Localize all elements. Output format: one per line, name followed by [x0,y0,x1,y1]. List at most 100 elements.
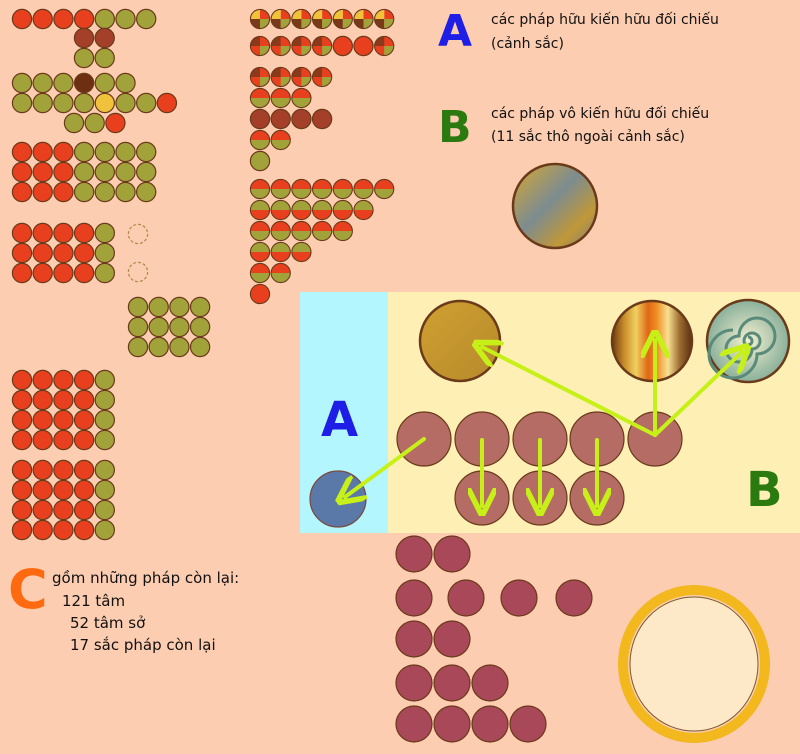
lower-block-dot [53,369,74,391]
small-block-dot [94,222,116,244]
half-dot-h [249,262,271,284]
pie-segment [280,19,291,29]
wedge-dot [291,35,312,57]
cluster-dot [135,92,157,114]
small-block-dot [53,262,74,284]
wedge-row-dot [353,35,374,57]
olive-square-dot [148,296,169,318]
half-dot-h [311,178,333,200]
wedge-row-dot [332,35,353,57]
half-dot-bottom [333,231,353,241]
empty-dot-outline [127,223,149,245]
lower-block-dot [53,409,74,431]
olive-square-dot [189,336,211,358]
block-dot [32,161,53,183]
small-block-dot [53,222,74,244]
brown-dot [249,108,271,130]
half-dot-top [271,263,291,273]
wedge-dot [270,66,291,88]
arrow-to-spiral [653,352,742,437]
lower-block-dot [11,429,33,451]
lower-block-dot [11,369,33,391]
top-left-dot [115,8,136,30]
lower-block-dot [53,389,74,411]
block-dot [115,161,136,183]
small-block-dot [73,262,95,284]
half-dot-outline [270,241,291,263]
half-dot-bottom [374,189,394,199]
half-dot-top [312,221,332,231]
half-dot-top [312,200,332,210]
bottom-block-dot [94,479,116,501]
bottom-block-dot [73,479,95,501]
wedge-olive [280,46,291,56]
wedge-dot [249,66,271,88]
half-dot-outline [332,199,353,221]
half-dot-outline [374,178,395,200]
c-line-3: 52 tâm sở [70,614,146,632]
pie-segment [342,19,353,29]
bottom-block-dot [53,459,74,481]
lower-block-dot [32,389,53,411]
half-dot-outline [291,220,312,242]
wedge-outline [249,35,271,57]
half-dot-top [291,221,311,231]
wedge-dark [312,36,323,46]
half-dot [270,129,291,151]
half-dot-bottom [291,189,311,199]
plum-dot [509,705,547,743]
wedge-outline [291,35,312,57]
pie-segment [384,19,394,29]
legend-b-letter: B [438,102,472,153]
half-dot-outline [270,178,291,200]
half-dot-top [271,179,291,189]
half-dot-bottom [250,231,270,241]
half-dot-top [250,284,270,294]
half-dot-h [332,199,353,221]
cluster-dot [73,72,95,94]
small-block-dot [73,242,95,264]
half-dot-top [271,221,291,231]
block-dot [11,181,33,203]
plum-dot [433,664,471,702]
plum-dot [471,705,509,743]
brown-dot [311,108,333,130]
half-dot-outline [332,178,353,200]
bottom-block-dot [53,479,74,501]
pie-dot [291,8,312,30]
wedge-dot [291,66,312,88]
half-dot-h [332,178,353,200]
half-dot-bottom [271,273,291,283]
wedge-olive [322,77,332,87]
half-dot-top [271,200,291,210]
wedge-dot [374,35,395,57]
block-dot [53,161,74,183]
half-dot-bottom [312,231,332,241]
olive-square-dot [189,316,211,338]
wedge-outline [291,66,312,88]
wedge-olive [260,77,270,87]
lower-block-dot [11,389,33,411]
empty-dot-outline [127,261,149,283]
panel-b-label: B [746,462,783,518]
pie-dot [311,8,333,30]
pie-segment [301,9,311,19]
pie-segment [384,9,394,19]
cluster-dot [115,92,136,114]
wedge-dark [250,67,260,77]
bottom-block-dot [94,519,116,541]
pie-segment [312,19,323,29]
small-block-dot [94,242,116,264]
half-dot-outline [249,199,271,221]
half-dot-bottom [312,210,332,220]
half-dot-bottom [250,273,270,283]
legend-a-text-line1: các pháp hữu kiến hữu đối chiếu [491,12,719,28]
legend-a-text-line2: (cảnh sắc) [491,36,564,52]
half-dot-h [270,199,291,221]
pie-outline [311,8,333,30]
wedge-dot [249,35,271,57]
plum-dot [500,579,538,617]
bottom-block-dot [32,499,53,521]
cluster-dot [156,92,178,114]
small-block-dot [32,242,53,264]
